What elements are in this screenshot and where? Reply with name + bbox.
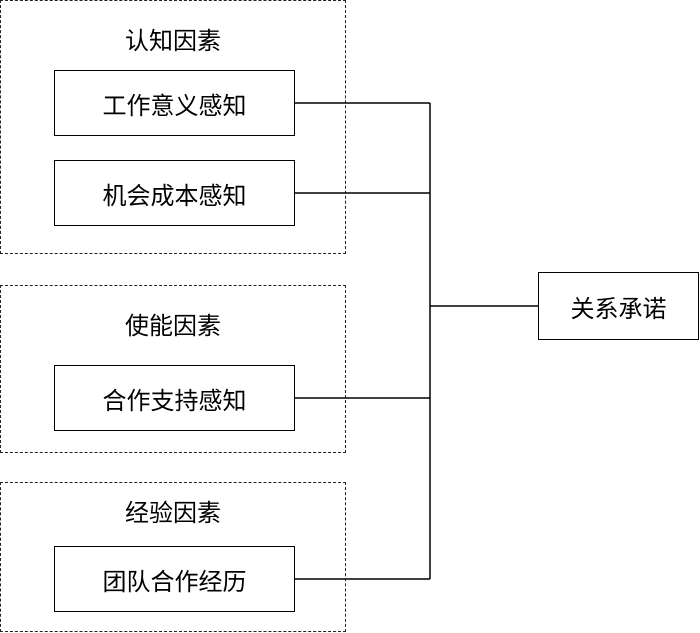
node-cooperation-support: 合作支持感知 (54, 365, 295, 431)
group-experience: 经验因素 (0, 482, 346, 632)
group-title-cognitive: 认知因素 (125, 27, 221, 55)
group-title-enabling: 使能因素 (125, 312, 221, 340)
node-relational-commitment: 关系承诺 (538, 272, 699, 340)
group-enabling: 使能因素 (0, 285, 346, 453)
node-work-meaning: 工作意义感知 (54, 70, 295, 136)
node-team-experience: 团队合作经历 (54, 546, 295, 612)
group-cognitive: 认知因素 (0, 0, 346, 254)
group-title-experience: 经验因素 (125, 499, 221, 527)
node-opportunity-cost: 机会成本感知 (54, 160, 295, 226)
